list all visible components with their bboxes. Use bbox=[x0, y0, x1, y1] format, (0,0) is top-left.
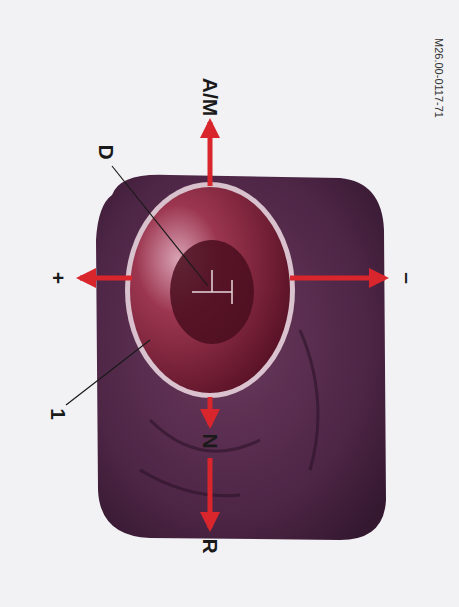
mode-label: A/M bbox=[200, 78, 221, 117]
shift-direction: – bbox=[398, 272, 419, 284]
leader-lines bbox=[66, 166, 208, 405]
shift-direction: + bbox=[48, 272, 69, 284]
gear-position: N bbox=[200, 433, 221, 448]
callout-letter: D bbox=[96, 144, 117, 159]
movement-arrows bbox=[80, 122, 385, 528]
gear-position: R bbox=[200, 538, 221, 553]
callout-number: 1 bbox=[48, 408, 69, 420]
shift-pattern bbox=[192, 270, 232, 304]
figure-code: M26.00-0117-71 bbox=[433, 38, 444, 118]
knob-panel bbox=[170, 240, 254, 344]
shift-boot bbox=[96, 175, 386, 540]
